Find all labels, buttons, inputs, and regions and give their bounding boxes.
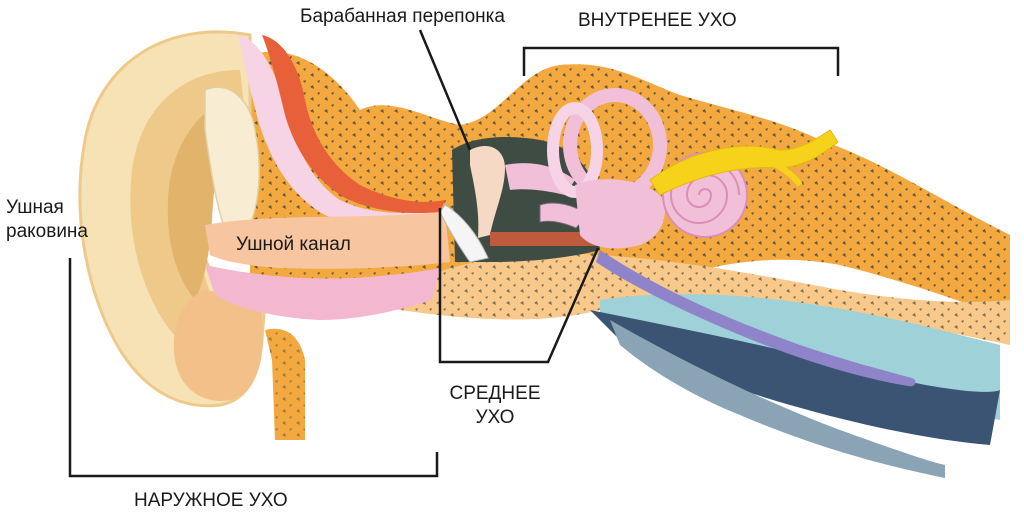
- inner-ear-bracket: [522, 46, 840, 76]
- eardrum-pointer: [418, 29, 472, 151]
- auditory-nerve-branch: [739, 147, 803, 187]
- stapes: [539, 202, 589, 229]
- auricle-label: Ушная раковина: [6, 197, 88, 242]
- cartilage: [204, 86, 260, 231]
- eardrum: [439, 204, 489, 263]
- ear-canal-label: Ушной канал: [236, 234, 351, 255]
- middle-ear-floor: [490, 232, 600, 246]
- inner-ear-label: ВНУТРЕНЕЕ УХО: [578, 10, 737, 31]
- skin-layer-red: [262, 35, 445, 214]
- annotation-lines: [68, 29, 840, 478]
- skin-layer-pink: [238, 35, 440, 228]
- eustachian-tube: [596, 250, 916, 387]
- middle-ear-pointer: [438, 208, 600, 364]
- ear-lobe: [173, 290, 262, 401]
- auditory-nerve: [649, 129, 839, 196]
- outer-ear-bracket: [68, 258, 439, 478]
- ear-canal-lower-tissue: [205, 265, 440, 320]
- semicircular-canal-2: [547, 102, 603, 198]
- ear-canal: [205, 212, 450, 269]
- eardrum-label: Барабанная перепонка: [300, 6, 505, 27]
- eustachian-region-dark: [590, 310, 1000, 445]
- vestibule: [575, 179, 665, 249]
- outer-ear-label: НАРУЖНОЕ УХО: [134, 490, 288, 511]
- lower-cartilage-texture: [265, 328, 305, 440]
- middle-ear-label: СРЕДНЕЕ УХО: [449, 383, 541, 428]
- malleus: [470, 146, 505, 238]
- eustachian-region-gray: [610, 320, 945, 478]
